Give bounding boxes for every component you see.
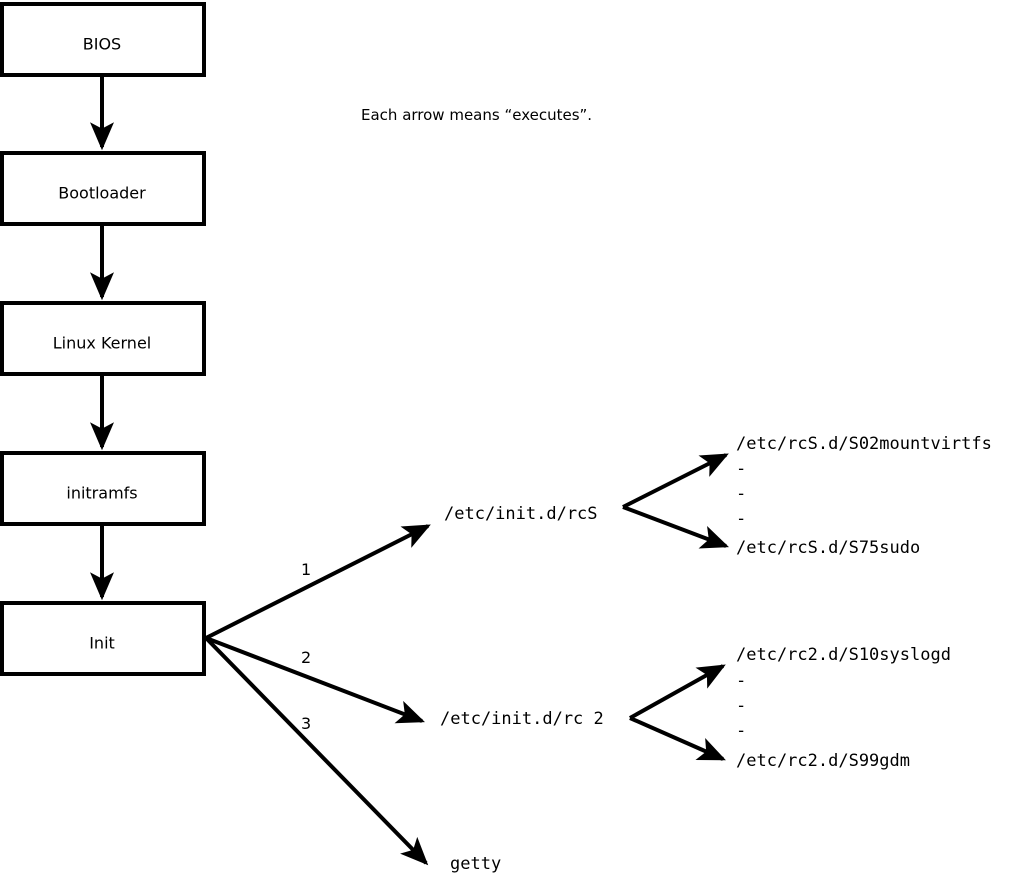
init-fanout-arrow-group [204, 524, 431, 866]
process-box-bios[interactable]: BIOS [0, 2, 206, 77]
arrow-rcs-to-last [622, 505, 729, 549]
box-rect-initramfs [0, 451, 206, 526]
branch-number-2: 2 [301, 648, 311, 667]
box-label-initramfs: initramfs [66, 484, 137, 503]
rc2-subbranch-group: /etc/rc2.d/S10syslogd - - - /etc/rc2.d/S… [629, 645, 951, 771]
box-label-kernel: Linux Kernel [53, 334, 151, 353]
box-rect-bootloader [0, 151, 206, 226]
box-label-bios: BIOS [83, 35, 121, 54]
box-rect-kernel [0, 301, 206, 376]
process-box-init[interactable]: Init [0, 601, 206, 676]
process-box-kernel[interactable]: Linux Kernel [0, 301, 206, 376]
rcs-ellipsis-dash-2: - [736, 484, 746, 504]
rc2-target-last[interactable]: /etc/rc2.d/S99gdm [736, 751, 910, 771]
box-rect-bios [0, 2, 206, 77]
target-label-rcs-script[interactable]: /etc/init.d/rcS [444, 504, 598, 524]
branch-number-3: 3 [301, 714, 311, 733]
rc2-ellipsis-dash-2: - [736, 696, 746, 716]
arrow-rcs-to-first [622, 453, 729, 509]
branch-number-1: 1 [301, 560, 311, 579]
rcs-ellipsis-dash-3: - [736, 509, 746, 529]
box-rect-init [0, 601, 206, 676]
box-label-bootloader: Bootloader [58, 184, 146, 203]
rc2-ellipsis-dash-1: - [736, 671, 746, 691]
arrow-init-to-rc2 [205, 636, 425, 724]
rcs-target-last[interactable]: /etc/rcS.d/S75sudo [736, 538, 920, 558]
rcs-ellipsis-dash-1: - [736, 459, 746, 479]
box-label-init: Init [89, 634, 115, 653]
arrow-rc2-to-first [629, 664, 726, 720]
process-box-group: BIOS Bootloader Linux Kernel initramfs I… [0, 2, 206, 676]
branch-number-group: 1 2 3 [301, 560, 311, 733]
arrow-init-to-getty [204, 636, 429, 866]
target-label-getty[interactable]: getty [450, 854, 501, 874]
arrow-init-to-rcs [205, 524, 431, 640]
target-label-rc2-script[interactable]: /etc/init.d/rc 2 [440, 709, 604, 729]
rcs-target-first[interactable]: /etc/rcS.d/S02mountvirtfs [736, 434, 992, 454]
process-box-initramfs[interactable]: initramfs [0, 451, 206, 526]
legend-note: Each arrow means “executes”. [361, 106, 592, 124]
rc2-ellipsis-dash-3: - [736, 721, 746, 741]
rcs-subbranch-group: /etc/rcS.d/S02mountvirtfs - - - /etc/rcS… [622, 434, 992, 558]
process-box-bootloader[interactable]: Bootloader [0, 151, 206, 226]
arrow-rc2-to-last [629, 716, 726, 761]
rc2-target-first[interactable]: /etc/rc2.d/S10syslogd [736, 645, 951, 665]
target-label-group: /etc/init.d/rcS /etc/init.d/rc 2 getty [440, 504, 604, 874]
